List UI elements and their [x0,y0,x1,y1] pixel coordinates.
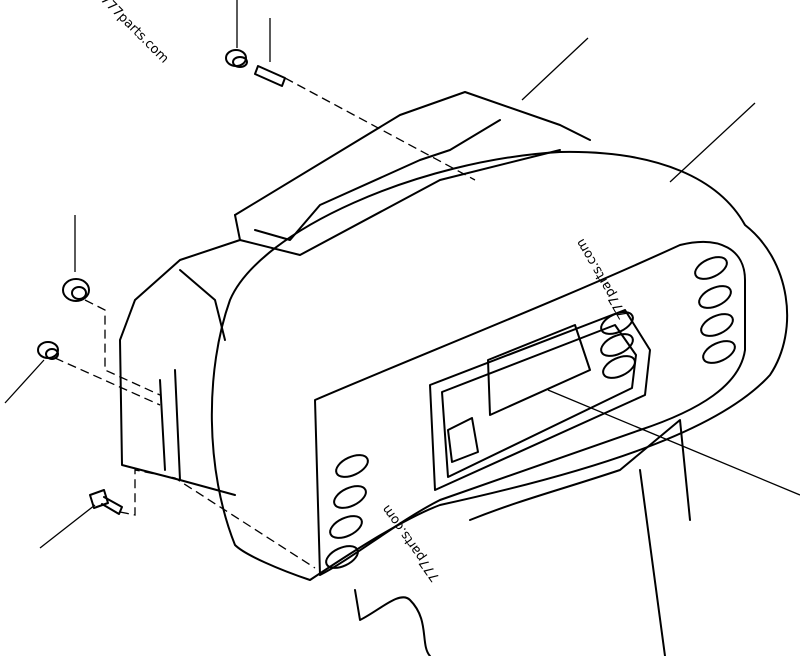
assembly-lines [54,77,476,569]
leader-grommet-lower [4,359,45,404]
assembly-line-pin [284,77,476,181]
grommet-upper [62,278,90,302]
leader-display [547,389,800,496]
leader-bolt [39,504,96,549]
assembly-line-bolt [119,469,316,569]
grommet-lower [37,341,59,360]
bolt [89,489,123,515]
leader-housing [669,102,756,183]
assembly-line-grommet-lower [54,357,161,406]
nut [225,49,248,68]
watermark-top: 777parts.com [97,0,171,67]
watermark-panel: 777parts.com [573,236,631,322]
pin [254,65,286,87]
display-unit [487,324,591,416]
rear-cover [119,91,591,496]
leader-rear-cover [521,37,589,101]
assembly-line-grommet-upper [84,299,161,396]
watermark-stand: 777parts.com [379,502,443,584]
leader-lines [4,0,800,549]
instrument-panel-housing [210,150,789,581]
stand [354,419,691,656]
